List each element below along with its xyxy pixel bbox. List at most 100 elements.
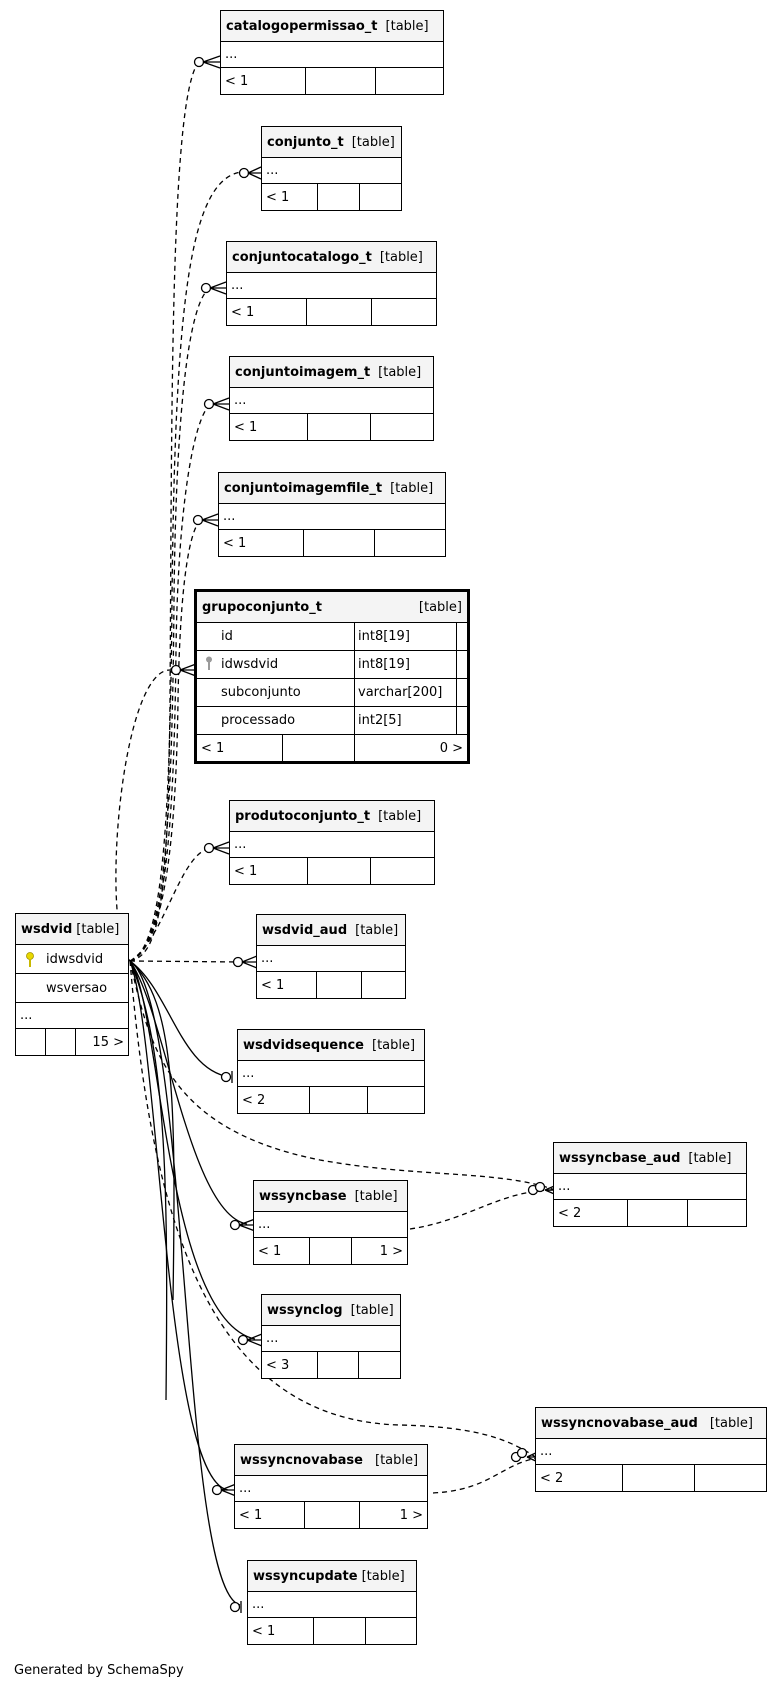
parents-count[interactable]: < 1 xyxy=(219,530,304,556)
table-name[interactable]: wsdvidsequence xyxy=(243,1037,364,1053)
children-count[interactable] xyxy=(362,972,405,998)
edge-wssyncnovabase_aud-a xyxy=(129,960,538,1459)
table-wssyncupdate[interactable]: wssyncupdate[table] ... < 1 xyxy=(247,1560,417,1645)
columns-ellipsis: ... xyxy=(536,1439,766,1465)
column-row[interactable]: wsversao xyxy=(16,974,128,1003)
parents-count[interactable]: < 1 xyxy=(235,1502,305,1528)
children-count[interactable] xyxy=(371,858,434,884)
table-type: [table] xyxy=(355,922,399,938)
table-name[interactable]: conjuntoimagem_t xyxy=(235,364,371,380)
parents-count[interactable]: < 1 xyxy=(254,1238,310,1264)
table-name[interactable]: wssyncnovabase xyxy=(240,1452,363,1468)
table-grupoconjunto_t[interactable]: grupoconjunto_t [table] id int8[19] idwsd… xyxy=(194,589,470,764)
table-name[interactable]: wsdvid xyxy=(21,921,73,937)
children-count[interactable] xyxy=(368,1087,424,1113)
table-wssyncbase_aud[interactable]: wssyncbase_aud[table] ... < 2 xyxy=(553,1142,747,1227)
parents-count[interactable]: < 2 xyxy=(554,1200,628,1226)
table-produtoconjunto_t[interactable]: produtoconjunto_t[table] ... < 1 xyxy=(229,800,435,885)
relation-counts: < 2 xyxy=(238,1087,424,1113)
zero-many-marker-icon xyxy=(232,956,244,968)
table-conjuntoimagemfile_t[interactable]: conjuntoimagemfile_t[table] ... < 1 xyxy=(218,472,446,557)
edge-conjuntocatalogo_t xyxy=(129,287,211,962)
table-name[interactable]: wssyncnovabase_aud xyxy=(541,1415,698,1431)
table-name[interactable]: wssyncbase_aud xyxy=(559,1150,681,1166)
column-row[interactable]: id int8[19] xyxy=(197,623,467,651)
children-count[interactable]: 1 > xyxy=(399,1507,423,1523)
children-count[interactable] xyxy=(366,1618,416,1644)
children-count[interactable] xyxy=(376,68,443,94)
children-count[interactable] xyxy=(359,1352,400,1378)
table-wsdvidsequence[interactable]: wsdvidsequence[table] ... < 2 xyxy=(237,1029,425,1114)
relation-counts: < 3 xyxy=(262,1352,400,1378)
children-count[interactable] xyxy=(360,184,401,210)
parents-count[interactable]: < 3 xyxy=(262,1352,318,1378)
children-count[interactable] xyxy=(371,414,433,440)
column-name: subconjunto xyxy=(197,679,355,706)
table-name[interactable]: conjunto_t xyxy=(267,134,344,150)
relation-counts: < 1 xyxy=(230,414,433,440)
table-type: [table] xyxy=(418,599,462,615)
table-name[interactable]: produtoconjunto_t xyxy=(235,808,371,824)
zero-many-marker-icon xyxy=(238,167,250,179)
parents-count[interactable]: < 1 xyxy=(257,972,317,998)
column-name: processado xyxy=(197,707,355,734)
children-count[interactable]: 1 > xyxy=(379,1243,403,1259)
table-conjuntocatalogo_t[interactable]: conjuntocatalogo_t[table] ... < 1 xyxy=(226,241,437,326)
children-count[interactable]: 15 > xyxy=(92,1034,124,1050)
columns-ellipsis: ... xyxy=(262,1326,400,1352)
relation-counts: < 1 xyxy=(221,68,443,94)
parents-count[interactable] xyxy=(16,1029,46,1055)
parents-count[interactable]: < 1 xyxy=(248,1618,314,1644)
parents-count[interactable]: < 1 xyxy=(230,414,308,440)
zero-many-marker-icon xyxy=(193,56,205,68)
table-wsdvid_aud[interactable]: wsdvid_aud[table] ... < 1 xyxy=(256,914,406,999)
edge-catalogopermissao_t xyxy=(129,59,202,962)
children-count[interactable]: 0 > xyxy=(439,740,463,756)
relation-counts: < 1 1 > xyxy=(254,1238,407,1264)
column-row[interactable]: subconjunto varchar[200] xyxy=(197,679,467,707)
table-type: [table] xyxy=(378,808,422,824)
table-wsdvid[interactable]: wsdvid[table] idwsdvid wsversao ... 15 > xyxy=(15,913,129,1056)
table-conjunto_t[interactable]: conjunto_t[table] ... < 1 xyxy=(261,126,402,211)
column-row[interactable]: processado int2[5] xyxy=(197,707,467,735)
parents-count[interactable]: < 1 xyxy=(221,68,306,94)
table-name[interactable]: grupoconjunto_t xyxy=(202,599,322,615)
table-wssynclog[interactable]: wssynclog[table] ... < 3 xyxy=(261,1294,401,1379)
parents-count[interactable]: < 2 xyxy=(238,1087,310,1113)
relation-counts: < 1 xyxy=(257,972,405,998)
edge-wssyncupdate xyxy=(129,960,241,1606)
table-name[interactable]: conjuntoimagemfile_t xyxy=(224,480,383,496)
children-count[interactable] xyxy=(372,299,436,325)
column-row[interactable]: idwsdvid int8[19] xyxy=(197,651,467,679)
edge-wssyncbase xyxy=(129,960,248,1225)
parents-count[interactable]: < 1 xyxy=(227,299,307,325)
columns-ellipsis: ... xyxy=(235,1476,427,1502)
table-wssyncnovabase_aud[interactable]: wssyncnovabase_aud[table] ... < 2 xyxy=(535,1407,767,1492)
columns-ellipsis: ... xyxy=(227,273,436,299)
relation-counts: < 1 xyxy=(219,530,445,556)
table-conjuntoimagem_t[interactable]: conjuntoimagem_t[table] ... < 1 xyxy=(229,356,434,441)
table-name[interactable]: catalogopermissao_t xyxy=(226,18,378,34)
table-name[interactable]: wsdvid_aud xyxy=(262,922,348,938)
parents-count[interactable]: < 1 xyxy=(230,858,308,884)
parents-count[interactable]: < 2 xyxy=(536,1465,623,1491)
children-count[interactable] xyxy=(375,530,445,556)
children-count[interactable] xyxy=(695,1465,766,1491)
table-name[interactable]: wssyncupdate xyxy=(253,1568,358,1584)
primary-key-icon xyxy=(26,952,34,971)
parents-count[interactable]: < 1 xyxy=(197,735,283,761)
table-name[interactable]: conjuntocatalogo_t xyxy=(232,249,372,265)
children-count[interactable] xyxy=(688,1200,746,1226)
zero-many-marker-icon xyxy=(229,1219,241,1231)
table-name[interactable]: wssyncbase xyxy=(259,1188,347,1204)
table-name[interactable]: wssynclog xyxy=(267,1302,343,1318)
column-row[interactable]: idwsdvid xyxy=(16,945,128,974)
parents-count[interactable]: < 1 xyxy=(262,184,318,210)
relation-counts: < 1 0 > xyxy=(197,735,467,761)
zero-one-marker-icon xyxy=(229,1601,241,1613)
table-catalogopermissao_t[interactable]: catalogopermissao_t[table] ... < 1 xyxy=(220,10,444,95)
edge-wsdvid_aud xyxy=(129,960,244,963)
